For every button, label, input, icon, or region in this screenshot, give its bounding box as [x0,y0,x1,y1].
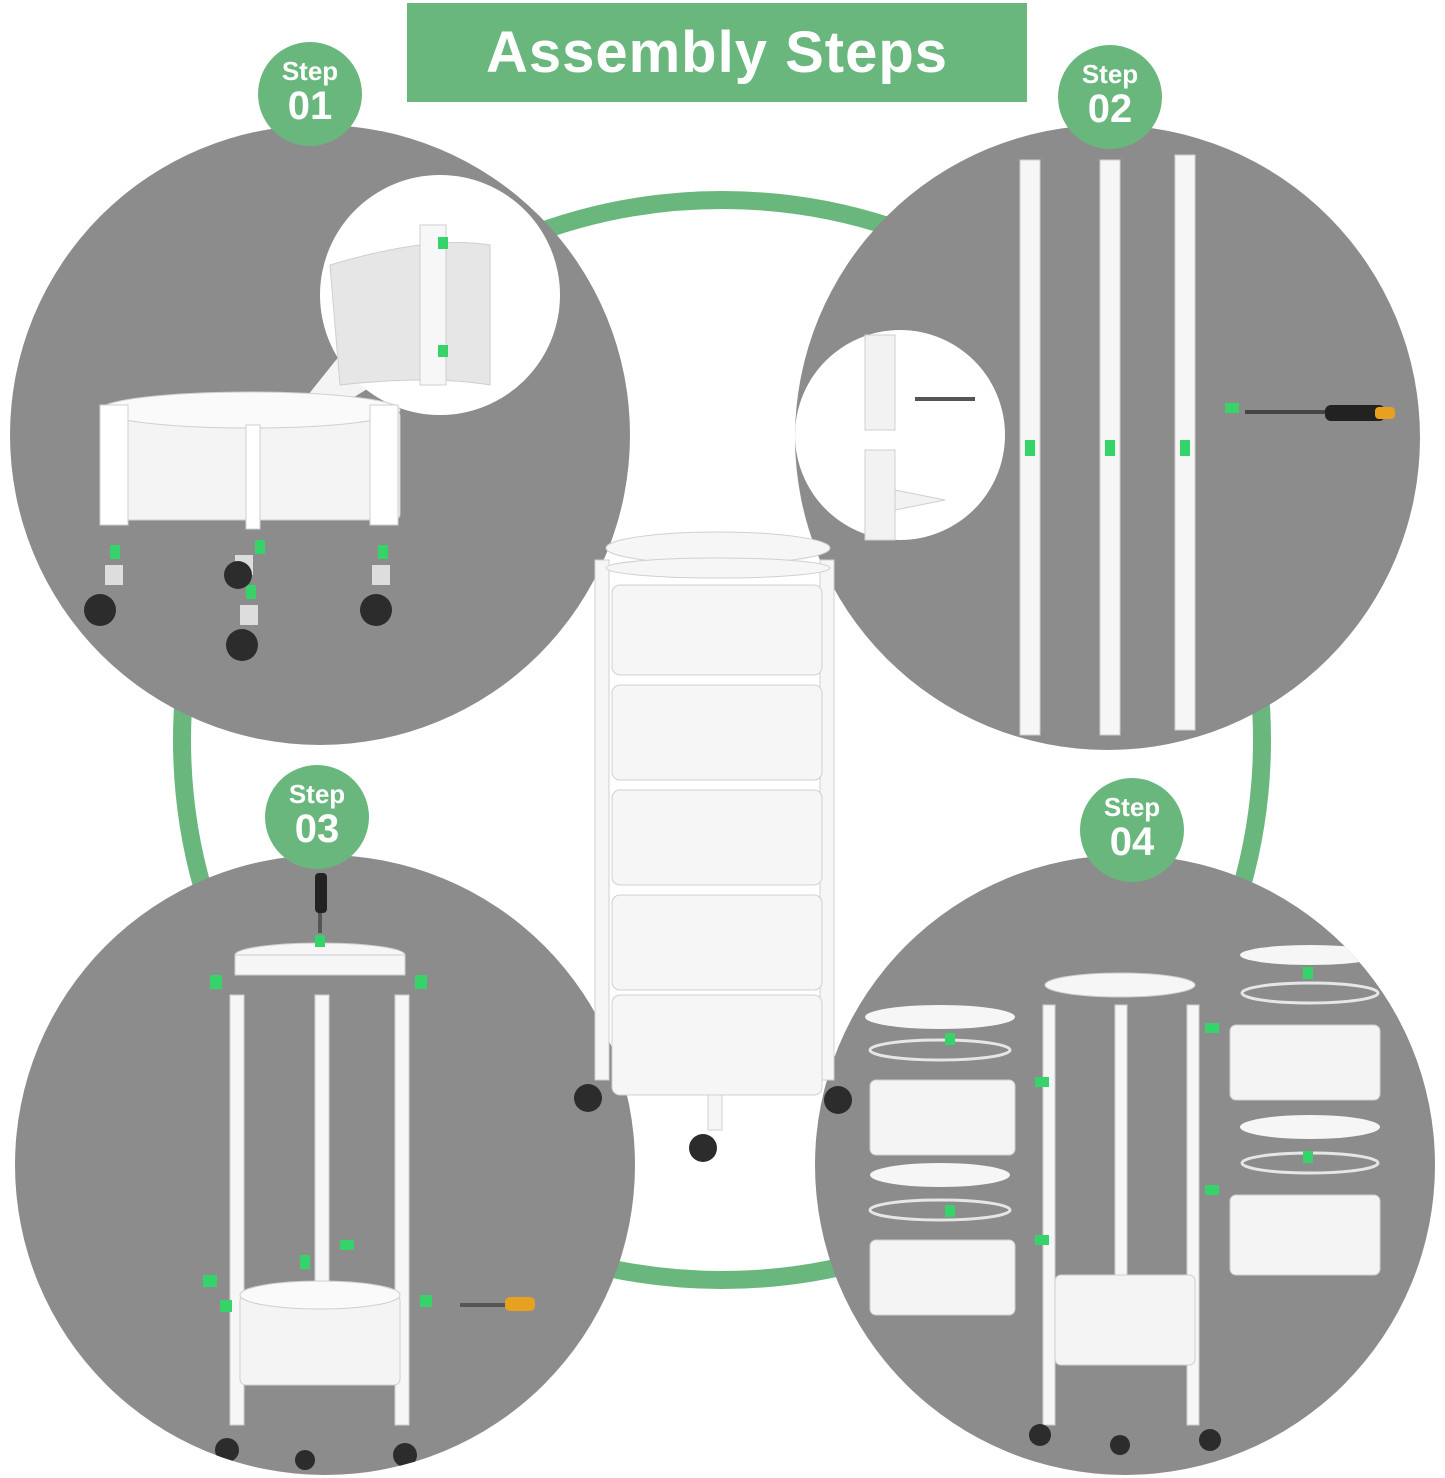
step-03-label: Step [288,779,346,809]
step-03-panel [15,855,635,1475]
step-02-panel [795,125,1420,750]
step-01-number: 01 [287,84,333,128]
step-03-illustration [203,873,535,1470]
step-03-number: 03 [294,807,340,851]
step-02-illustration [795,154,1395,736]
page-title: Assembly Steps [485,20,949,85]
step-04-number: 04 [1109,820,1155,864]
step-02-label: Step [1081,59,1139,89]
step-04-illustration [865,945,1381,1455]
step-01-label: Step [281,56,339,86]
step-01-illustration [84,175,560,661]
step-03-badge: Step 03 [265,765,369,869]
step-01-panel [10,125,630,745]
step-04-panel [815,855,1435,1475]
step-01-badge: Step 01 [258,42,362,146]
step-04-label: Step [1103,792,1161,822]
step-02-number: 02 [1087,87,1133,131]
step-04-badge: Step 04 [1080,778,1184,882]
title-banner: Assembly Steps [407,3,1027,102]
step-02-badge: Step 02 [1058,45,1162,149]
